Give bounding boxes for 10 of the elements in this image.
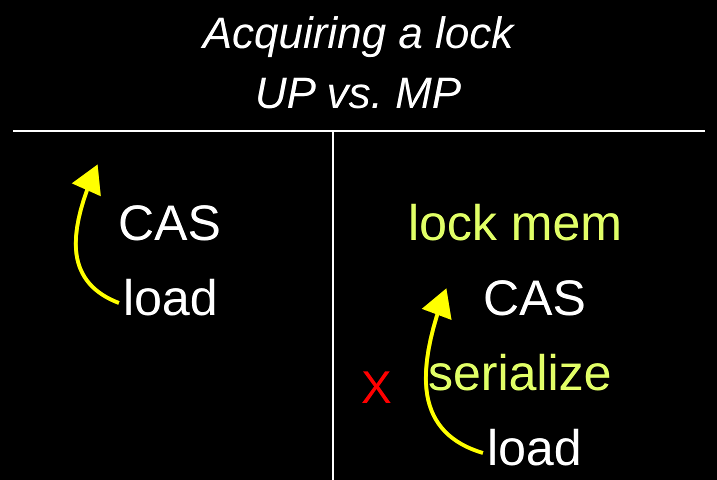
instruction-text: CAS [443, 270, 586, 326]
instruction-text: load [123, 270, 218, 326]
instruction-text: CAS [118, 195, 221, 251]
instruction-text: serialize [428, 345, 612, 401]
cross-mark: X [361, 364, 392, 410]
curved-arrow [72, 164, 120, 305]
instruction-text: lock mem [408, 195, 622, 251]
curved-arrow [422, 288, 484, 455]
slide-title: Acquiring a lock UP vs. MP [200, 8, 516, 120]
instruction-text: load [487, 420, 582, 476]
